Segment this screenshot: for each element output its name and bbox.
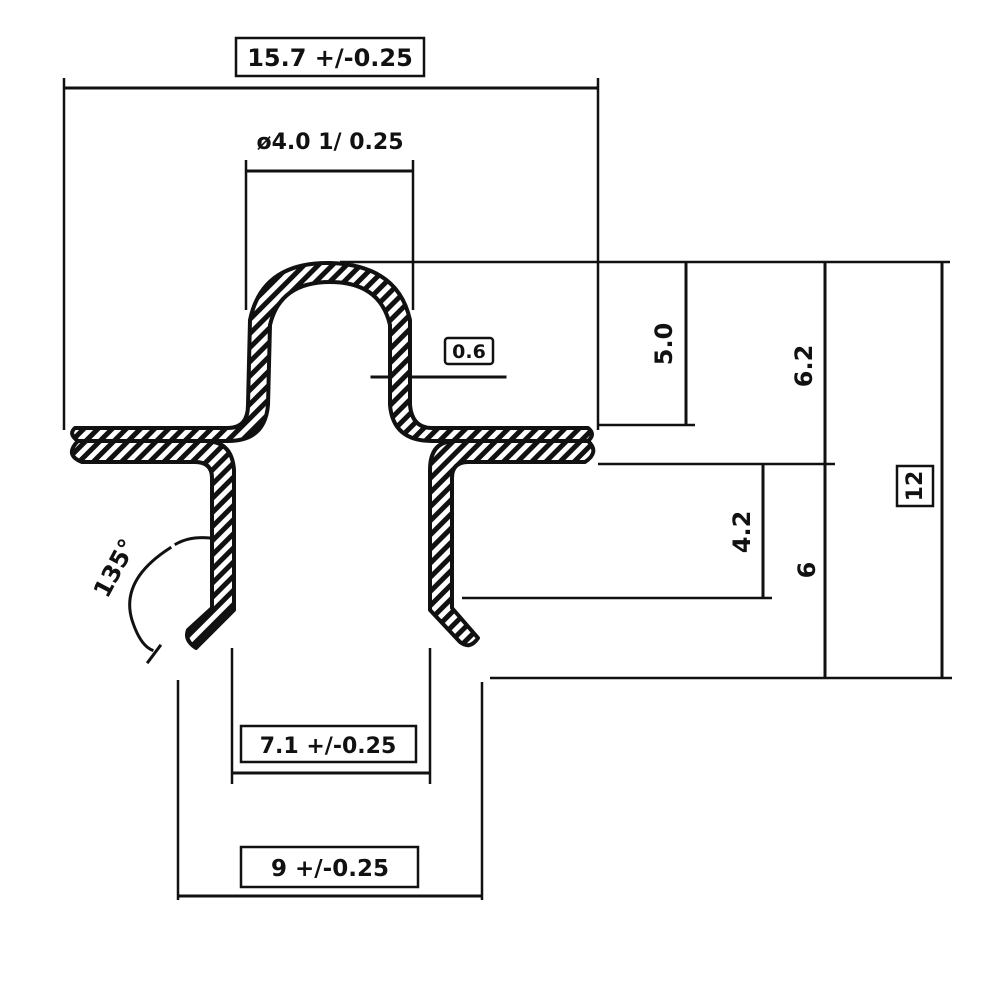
lower-leg-height-label: 4.2 bbox=[728, 511, 756, 554]
lower-flange-right bbox=[428, 439, 596, 648]
dim-top-to-flange: 6.2 bbox=[790, 262, 827, 464]
dim-lower-leg-height: 4.2 bbox=[728, 464, 765, 598]
angle-label: 135° bbox=[88, 534, 142, 602]
top-to-flange-label: 6.2 bbox=[790, 345, 818, 388]
inner-opening-box bbox=[239, 724, 418, 764]
slot-diameter-label: ø4.0 1/ 0.25 bbox=[256, 130, 403, 155]
dim-inner-opening: 7.1 +/-0.25 bbox=[230, 648, 432, 784]
overall-width-box bbox=[234, 36, 426, 78]
inner-opening-label: 7.1 +/-0.25 bbox=[260, 734, 397, 759]
profile-section bbox=[70, 260, 596, 650]
total-height-box bbox=[895, 464, 935, 508]
lower-flange-left bbox=[70, 439, 236, 650]
lower-height-label: 6 bbox=[793, 562, 821, 579]
outer-opening-box bbox=[239, 845, 420, 889]
dim-outer-opening: 9 +/-0.25 bbox=[176, 680, 484, 900]
upper-height-label: 5.0 bbox=[650, 323, 678, 366]
dim-lower-height: 6 bbox=[793, 464, 827, 678]
dim-total-height: 12 bbox=[895, 262, 944, 678]
dim-thickness: 0.6 bbox=[370, 336, 507, 379]
total-height-label: 12 bbox=[903, 471, 928, 502]
thickness-box bbox=[443, 336, 495, 366]
dim-overall-width: 15.7 +/-0.25 bbox=[62, 36, 600, 430]
thickness-label: 0.6 bbox=[452, 341, 486, 363]
upper-flange-and-bulge bbox=[70, 260, 594, 443]
dim-slot-diameter: ø4.0 1/ 0.25 bbox=[244, 130, 415, 310]
overall-width-label: 15.7 +/-0.25 bbox=[247, 44, 413, 72]
outer-opening-label: 9 +/-0.25 bbox=[271, 856, 389, 882]
dim-upper-height: 5.0 bbox=[650, 262, 688, 425]
